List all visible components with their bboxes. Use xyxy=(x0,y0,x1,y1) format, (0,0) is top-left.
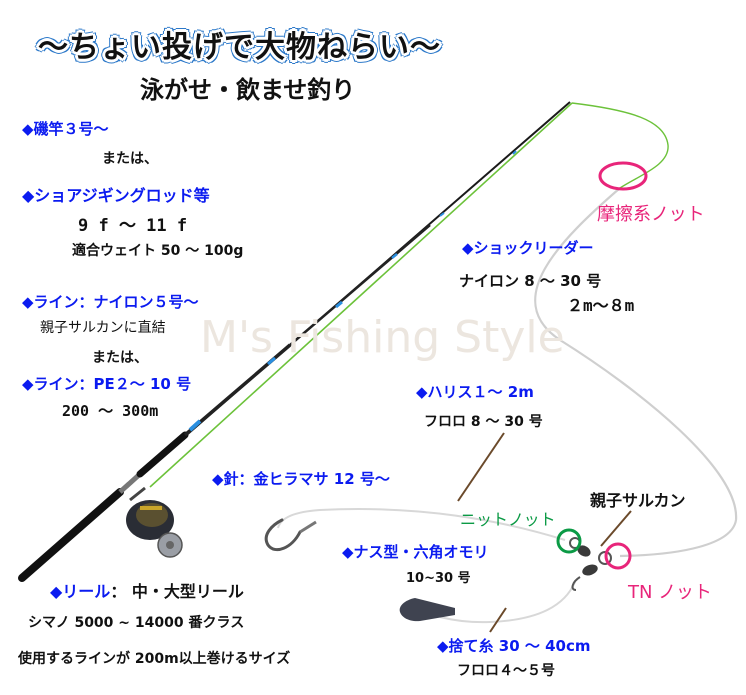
line-nylon-note: 親子サルカンに直結 xyxy=(40,320,166,336)
rod-heading: ◆磯竿３号〜 xyxy=(22,120,109,138)
main-line-tip xyxy=(571,102,669,189)
leader-spec: ナイロン 8 〜 30 号 xyxy=(459,272,602,290)
tn-knot-label: TN ノット xyxy=(628,582,712,603)
harisu-pointer xyxy=(457,432,505,502)
harisu-line xyxy=(277,508,566,541)
leader-length: ２m〜８m xyxy=(567,296,635,315)
sinker xyxy=(399,598,455,622)
line-nylon-heading: ◆ライン：ナイロン５号〜 xyxy=(22,293,199,311)
sute-ito-spec: フロロ４〜５号 xyxy=(457,663,555,679)
sinker-weight: 10~30 号 xyxy=(406,571,471,586)
page-subtitle: 泳がせ・飲ませ釣り xyxy=(140,76,356,104)
rod-alt-heading: ◆ショアジギングロッド等 xyxy=(22,186,210,205)
hook-heading: ◆針：金ヒラマサ 12 号〜 xyxy=(212,470,390,488)
knit-knot-label: ニットノット xyxy=(460,510,556,529)
leader-heading: ◆ショックリーダー xyxy=(462,239,594,257)
watermark: M's Fishing Style xyxy=(200,312,565,363)
friction-knot-marker xyxy=(598,161,648,191)
shock-leader xyxy=(534,187,738,558)
knit-knot-marker xyxy=(556,528,582,554)
page-title: 〜ちょい投げで大物ねらい〜 xyxy=(38,30,441,65)
friction-knot-label: 摩擦系ノット xyxy=(597,204,705,225)
sinker-heading: ◆ナス型・六角オモリ xyxy=(342,543,489,561)
sute-ito-heading: ◆捨て糸 30 〜 40cm xyxy=(437,637,591,655)
hook xyxy=(264,518,302,551)
swivel-pointer xyxy=(600,510,632,547)
line-pe-length: 200 〜 300m xyxy=(62,402,159,420)
harisu-spec: フロロ 8 〜 30 号 xyxy=(424,414,543,430)
reel-heading: ◆リール： 中・大型リール xyxy=(50,578,244,602)
line-pe-heading: ◆ライン：PE２〜 10 号 xyxy=(22,375,192,393)
sute-ito-line xyxy=(439,581,576,624)
reel-size: シマノ 5000 ~ 14000 番クラス xyxy=(28,615,245,631)
swivel-label: 親子サルカン xyxy=(590,491,686,510)
tn-knot-marker xyxy=(604,542,632,570)
rod-weight: 適合ウェイト 50 〜 100g xyxy=(72,243,244,259)
reel-note: 使用するラインが 200m以上巻けるサイズ xyxy=(18,651,291,667)
sute-ito-pointer xyxy=(489,607,507,633)
reel xyxy=(126,486,183,558)
rod-or-label: または、 xyxy=(102,151,158,167)
swivel xyxy=(569,537,612,591)
reel-heading-label: ◆リール xyxy=(50,582,111,601)
reel-heading-type: ： 中・大型リール xyxy=(110,582,244,601)
main-line xyxy=(149,102,573,488)
rod xyxy=(18,101,571,582)
harisu-heading: ◆ハリス１〜 2m xyxy=(416,383,534,401)
rod-length: 9 f 〜 11 f xyxy=(78,216,188,236)
line-or-label: または、 xyxy=(92,350,148,366)
